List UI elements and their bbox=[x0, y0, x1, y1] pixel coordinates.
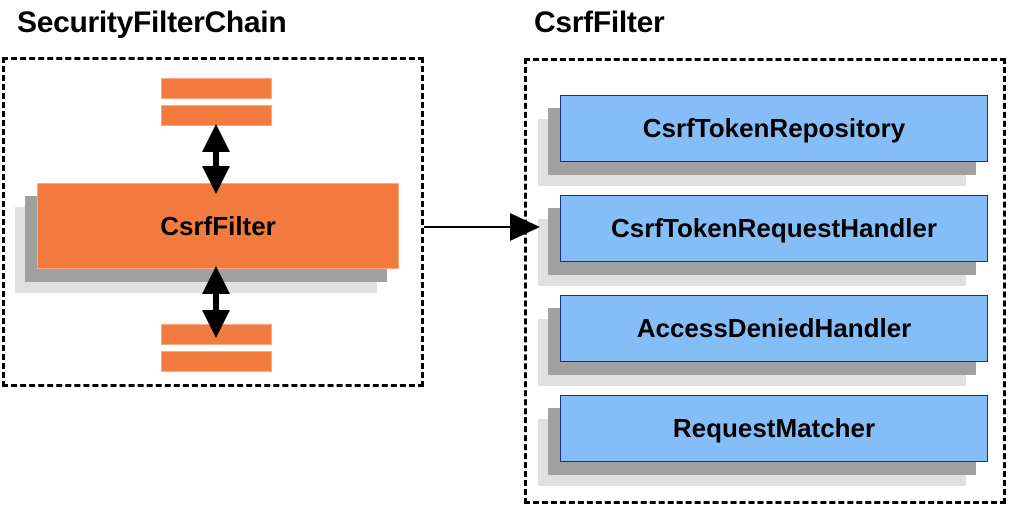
collaborator-box-access-denied-handler[interactable]: AccessDeniedHandler bbox=[538, 295, 988, 386]
collaborator-box-request-matcher[interactable]: RequestMatcher bbox=[538, 395, 988, 486]
filter-bar-top-2 bbox=[161, 105, 272, 126]
page-title-csrf-filter: CsrfFilter bbox=[534, 6, 665, 39]
filter-bar-bottom-2 bbox=[161, 351, 272, 372]
collaborator-box-front bbox=[560, 195, 988, 262]
filter-bar-bottom-1 bbox=[161, 324, 272, 345]
collaborator-box-front bbox=[560, 395, 988, 462]
collaborator-box-front bbox=[560, 295, 988, 362]
filter-bar-top-1 bbox=[161, 78, 272, 99]
collaborator-box-front bbox=[560, 95, 988, 162]
csrf-filter-box[interactable]: CsrfFilter bbox=[15, 183, 399, 293]
csrffilter-to-collaborators-arrow bbox=[424, 213, 540, 241]
collaborator-box-csrf-token-request-handler[interactable]: CsrfTokenRequestHandler bbox=[538, 195, 988, 286]
page-title-security-filter-chain: SecurityFilterChain bbox=[17, 6, 287, 39]
security-filter-chain-container bbox=[2, 57, 424, 387]
csrf-filter-collaborators-container bbox=[524, 58, 1006, 504]
csrf-filter-box-front bbox=[37, 183, 399, 269]
collaborator-box-csrf-token-repository[interactable]: CsrfTokenRepository bbox=[538, 95, 988, 186]
